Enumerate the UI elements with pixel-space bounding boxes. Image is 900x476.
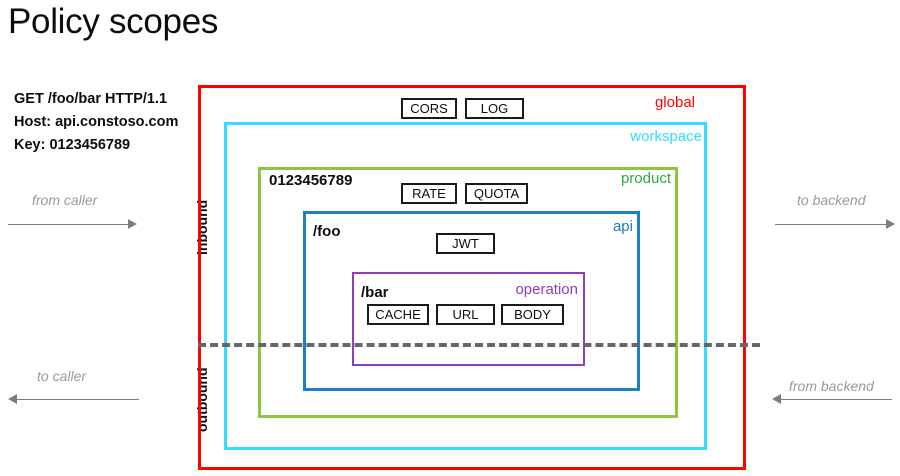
scope-label-global: global xyxy=(654,94,695,111)
arrow-head-left-icon xyxy=(772,394,781,404)
scope-box-global[interactable] xyxy=(198,85,746,470)
flow-line-to-backend xyxy=(775,224,888,225)
scope-path-api: /foo xyxy=(313,223,341,240)
scope-box-api[interactable] xyxy=(303,211,640,391)
scope-label-operation: operation xyxy=(515,281,578,298)
flow-label-to-backend: to backend xyxy=(797,192,866,208)
flow-label-to-caller: to caller xyxy=(37,368,87,384)
policy-chip-cors[interactable]: CORS xyxy=(401,98,457,119)
request-line-key: Key: 0123456789 xyxy=(14,137,131,153)
scope-label-workspace: workspace xyxy=(630,128,702,145)
arrow-head-right-icon xyxy=(886,219,895,229)
scope-path-product: 0123456789 xyxy=(269,172,353,189)
scope-box-product[interactable] xyxy=(258,167,678,418)
policy-chip-url[interactable]: URL xyxy=(436,304,495,325)
request-line-host: Host: api.constoso.com xyxy=(14,114,179,130)
policy-chip-rate[interactable]: RATE xyxy=(401,183,457,204)
arrow-head-left-icon xyxy=(8,394,17,404)
scope-box-operation[interactable] xyxy=(352,272,585,366)
arrow-head-right-icon xyxy=(128,219,137,229)
flow-label-from-caller: from caller xyxy=(32,192,98,208)
scope-label-api: api xyxy=(612,218,633,235)
inbound-outbound-divider xyxy=(198,343,760,347)
flow-line-from-backend xyxy=(781,399,892,400)
page-title: Policy scopes xyxy=(8,2,219,41)
scope-box-workspace[interactable] xyxy=(224,122,707,450)
policy-chip-cache[interactable]: CACHE xyxy=(367,304,429,325)
scope-path-operation: /bar xyxy=(361,284,389,301)
flow-line-from-caller xyxy=(8,224,130,225)
http-request-block: GET /foo/bar HTTP/1.1 Host: api.constoso… xyxy=(14,88,178,157)
policy-chip-quota[interactable]: QUOTA xyxy=(465,183,528,204)
flow-line-to-caller xyxy=(17,399,139,400)
policy-chip-jwt[interactable]: JWT xyxy=(436,233,495,254)
policy-chip-body[interactable]: BODY xyxy=(501,304,564,325)
flow-label-from-backend: from backend xyxy=(789,378,874,394)
policy-chip-log[interactable]: LOG xyxy=(465,98,524,119)
scope-label-product: product xyxy=(620,170,671,187)
request-line-method: GET /foo/bar HTTP/1.1 xyxy=(14,91,168,107)
